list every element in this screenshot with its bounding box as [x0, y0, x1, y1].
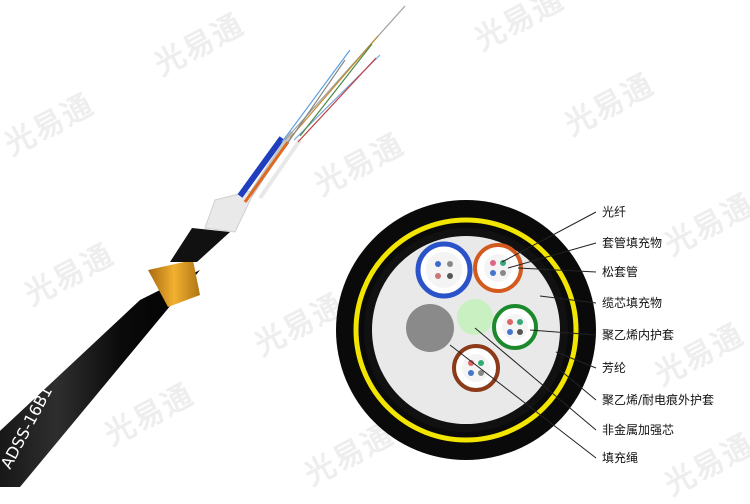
label-aramid: 芳纶	[602, 361, 627, 375]
label-loose-tube: 松套管	[602, 265, 639, 279]
label-tube-filler: 套管填充物	[602, 236, 663, 250]
filler-rope	[406, 304, 454, 352]
fibers	[281, 5, 406, 145]
yellow-ring	[353, 217, 579, 443]
label-outer-sheath: 聚乙烯/耐电痕外护套	[602, 393, 715, 407]
label-pe-inner-sheath: 聚乙烯内护套	[602, 328, 675, 342]
label-strength-member: 非金属加强芯	[602, 423, 675, 437]
cable-illustration: ADSS-16B1	[0, 5, 597, 487]
cable-outer-sheath	[0, 270, 200, 487]
loose-tubes	[237, 130, 302, 203]
aramid-wrap	[148, 260, 200, 307]
strength-member	[457, 299, 493, 335]
inner-sheath	[170, 228, 230, 262]
label-core-filler: 缆芯填充物	[602, 296, 663, 310]
cross-section	[336, 200, 596, 460]
label-fiber: 光纤	[602, 205, 627, 219]
label-filler-rope: 填充绳	[602, 451, 639, 465]
leader-lines	[449, 211, 597, 459]
